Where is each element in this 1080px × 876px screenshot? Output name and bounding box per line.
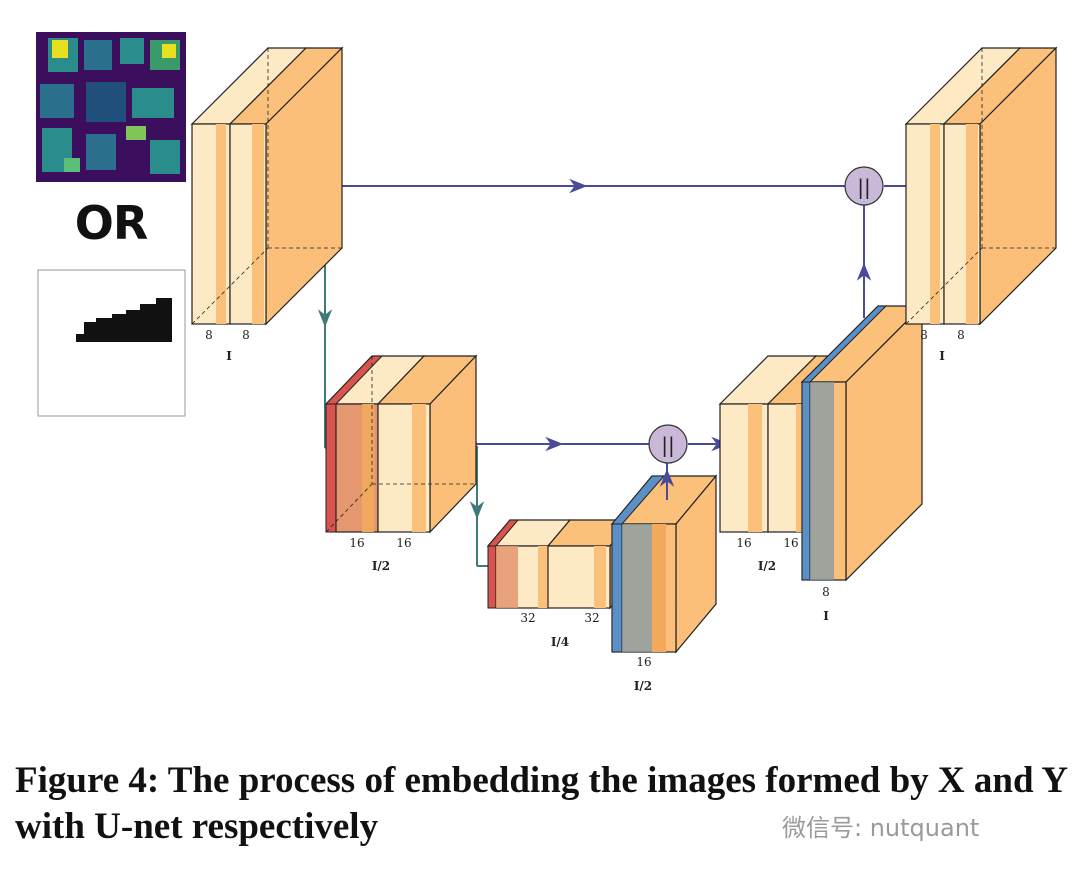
dec2-size-label: I/2 xyxy=(758,559,776,573)
enc2-channel-b: 16 xyxy=(396,536,411,550)
upsample-block-1 xyxy=(610,474,718,654)
concat-symbol-mid: || xyxy=(661,433,674,457)
bottleneck-block xyxy=(486,518,634,610)
dec1-channel-a: 8 xyxy=(920,328,928,342)
enc1-channel-b: 8 xyxy=(242,328,250,342)
figure-caption: Figure 4: The process of embedding the i… xyxy=(15,760,1067,847)
dec1-size-label: I xyxy=(939,349,945,363)
enc1-size-label: I xyxy=(226,349,232,363)
encoder-block-1 xyxy=(190,46,344,326)
binary-input-image xyxy=(37,269,186,417)
concat-node-top: || xyxy=(844,166,884,206)
block-labels: 8 8 I 16 16 I/2 32 32 I/4 16 I/2 16 16 I… xyxy=(205,328,965,693)
enc1-channel-a: 8 xyxy=(205,328,213,342)
dec2-channel-b: 16 xyxy=(783,536,798,550)
or-separator-text: OR xyxy=(74,196,149,250)
dec1-channel-b: 8 xyxy=(957,328,965,342)
enc2-channel-a: 16 xyxy=(349,536,364,550)
up2-size-label: I xyxy=(823,609,829,623)
up2-channel: 8 xyxy=(822,585,830,599)
up1-size-label: I/2 xyxy=(634,679,652,693)
wechat-watermark: 微信号: nutquant xyxy=(782,814,980,842)
dec2-channel-a: 16 xyxy=(736,536,751,550)
enc2-size-label: I/2 xyxy=(372,559,390,573)
upsample-block-2 xyxy=(800,304,924,582)
encoder-block-2 xyxy=(324,354,478,534)
bottleneck-size-label: I/4 xyxy=(551,635,569,649)
up1-channel: 16 xyxy=(636,655,651,669)
concat-node-mid: || xyxy=(648,424,688,464)
bottleneck-channel-a: 32 xyxy=(520,611,535,625)
heatmap-input-image xyxy=(36,32,186,182)
unet-diagram: || || 8 8 I 16 16 I/2 32 32 I/4 16 I/2 1… xyxy=(36,32,1058,693)
bottleneck-channel-b: 32 xyxy=(584,611,599,625)
concat-symbol-top: || xyxy=(857,175,870,199)
decoder-block-1 xyxy=(904,46,1058,326)
